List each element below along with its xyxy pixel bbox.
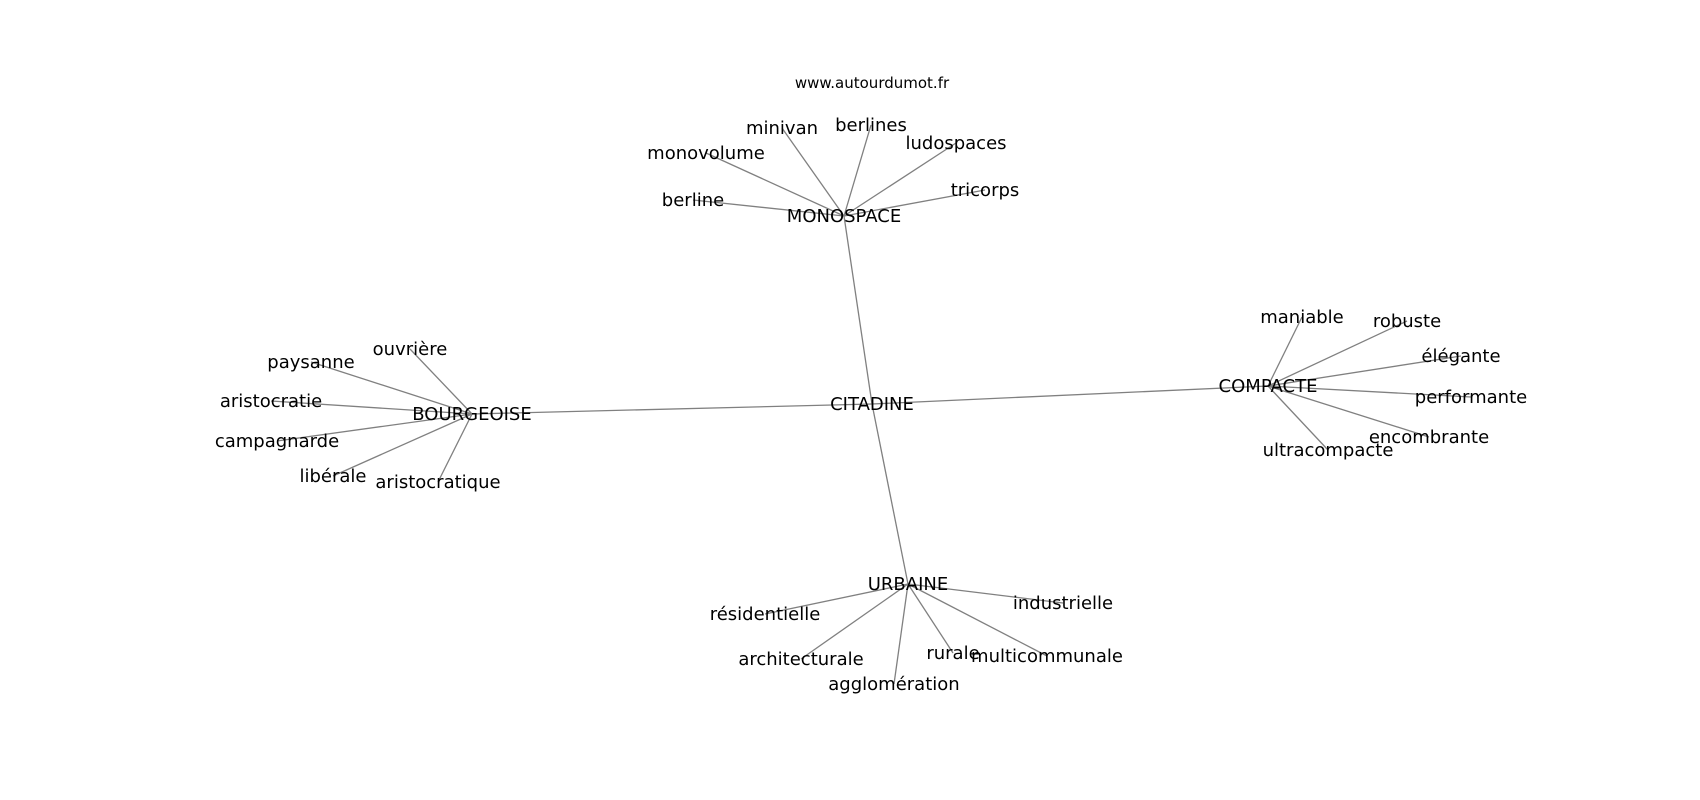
leaf-node: aristocratique bbox=[375, 472, 500, 493]
edge-bourgeoise-5 bbox=[437, 413, 473, 483]
leaf-node: libérale bbox=[299, 466, 366, 487]
edge-compacte-4 bbox=[1267, 385, 1430, 438]
edge-urbaine-1 bbox=[800, 583, 909, 660]
leaf-node: monovolume bbox=[647, 143, 765, 164]
leaf-node: ludospaces bbox=[905, 133, 1006, 154]
leaf-node: performante bbox=[1415, 387, 1527, 408]
site-url: www.autourdumot.fr bbox=[795, 74, 950, 92]
node-labels: CITADINE MONOSPACE berline monovolume miniva… bbox=[215, 115, 1527, 695]
edge-compacte-3 bbox=[1267, 385, 1472, 398]
edge-urbaine-4 bbox=[907, 583, 1048, 657]
leaf-node: campagnarde bbox=[215, 431, 339, 452]
leaf-node: minivan bbox=[746, 118, 818, 139]
edge-monospace-4 bbox=[843, 142, 957, 217]
edge-center-compacte bbox=[871, 385, 1269, 405]
edge-monospace-0 bbox=[692, 199, 845, 217]
edge-compacte-1 bbox=[1267, 320, 1408, 387]
hub-node-compacte: COMPACTE bbox=[1219, 376, 1318, 397]
hub-node-monospace: MONOSPACE bbox=[787, 206, 901, 227]
edge-center-urbaine bbox=[871, 403, 909, 585]
leaf-node: architecturale bbox=[738, 649, 863, 670]
leaf-node: aristocratie bbox=[220, 391, 322, 412]
leaf-node: robuste bbox=[1373, 311, 1441, 332]
edge-compacte-0 bbox=[1267, 316, 1303, 387]
leaf-node: tricorps bbox=[951, 180, 1020, 201]
hub-node-bourgeoise: BOURGEOISE bbox=[412, 404, 531, 425]
leaf-node: encombrante bbox=[1369, 427, 1489, 448]
leaf-node: ultracompacte bbox=[1263, 440, 1394, 461]
leaf-node: berlines bbox=[835, 115, 907, 136]
edges bbox=[270, 124, 1472, 685]
edge-monospace-1 bbox=[705, 152, 845, 217]
leaf-node: résidentielle bbox=[710, 604, 821, 625]
leaf-node: multicommunale bbox=[971, 646, 1123, 667]
leaf-node: maniable bbox=[1260, 307, 1344, 328]
leaf-node: industrielle bbox=[1013, 593, 1113, 614]
edge-monospace-2 bbox=[781, 127, 845, 217]
edge-compacte-2 bbox=[1267, 355, 1462, 387]
edge-urbaine-0 bbox=[764, 583, 909, 615]
center-node: CITADINE bbox=[830, 394, 914, 415]
edge-compacte-5 bbox=[1267, 385, 1329, 451]
edge-center-monospace bbox=[843, 215, 873, 405]
leaf-node: berline bbox=[662, 190, 724, 211]
edge-bourgeoise-0 bbox=[409, 348, 473, 415]
leaf-node: agglomération bbox=[828, 674, 959, 695]
edge-bourgeoise-3 bbox=[276, 413, 473, 442]
edge-bourgeoise-4 bbox=[332, 413, 473, 477]
edge-bourgeoise-1 bbox=[310, 361, 473, 415]
edge-urbaine-5 bbox=[907, 583, 1064, 604]
leaf-node: élégante bbox=[1421, 346, 1500, 367]
edge-monospace-5 bbox=[843, 189, 986, 217]
edge-urbaine-2 bbox=[893, 583, 909, 685]
leaf-node: ouvrière bbox=[373, 339, 448, 360]
edge-monospace-3 bbox=[843, 124, 872, 217]
edge-center-bourgeoise bbox=[471, 403, 873, 415]
edge-bourgeoise-2 bbox=[270, 400, 473, 415]
leaf-node: paysanne bbox=[267, 352, 354, 373]
edge-urbaine-3 bbox=[907, 583, 954, 654]
hub-node-urbaine: URBAINE bbox=[868, 574, 949, 595]
leaf-node: rurale bbox=[926, 643, 979, 664]
